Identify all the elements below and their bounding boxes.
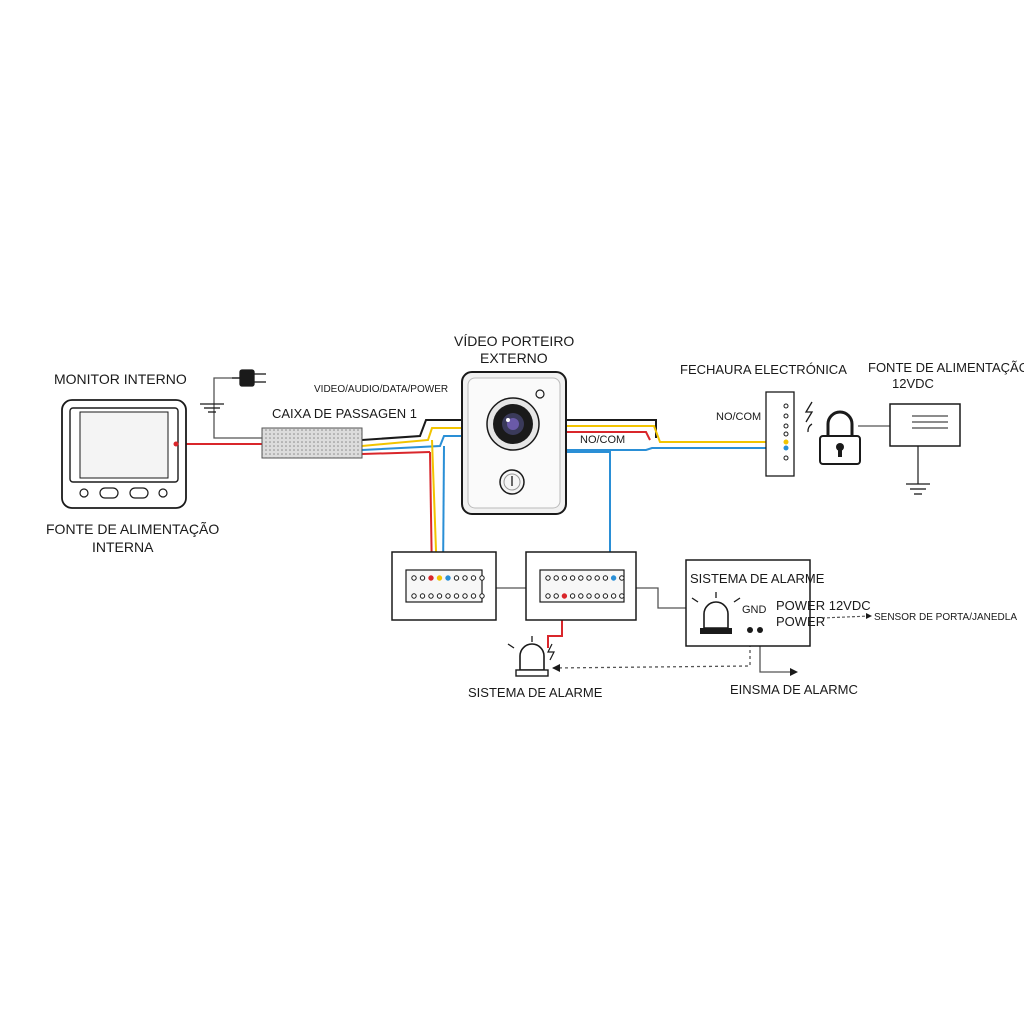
label-junction-box: CAIXA DE PASSAGEN 1 bbox=[272, 406, 417, 421]
terminal-pin bbox=[561, 575, 568, 581]
power-plug-icon bbox=[232, 369, 266, 387]
wire-yellow-bundle bbox=[361, 427, 462, 447]
terminal-pin bbox=[419, 593, 426, 599]
wire-yellow-lock bbox=[566, 425, 786, 443]
label-siren: SISTEMA DE ALARME bbox=[468, 685, 603, 700]
terminal-pin bbox=[453, 575, 460, 581]
wire-blue-bundle bbox=[361, 435, 462, 451]
wires bbox=[176, 377, 890, 673]
terminal-pin bbox=[470, 575, 477, 581]
label-alarm-power12: POWER 12VDC bbox=[776, 598, 871, 613]
power-supply-12vdc bbox=[889, 403, 961, 495]
terminal-pin bbox=[462, 575, 468, 581]
label-lock-nocom: NO/COM bbox=[716, 411, 761, 423]
label-psu-1: FONTE DE ALIMENTAÇÃO bbox=[868, 360, 1024, 375]
terminal-pin bbox=[594, 593, 600, 599]
terminal-pin bbox=[586, 575, 592, 581]
label-lock-title: FECHAURA ELECTRÓNICA bbox=[680, 362, 847, 377]
terminal-pin bbox=[578, 575, 584, 581]
terminal-pin bbox=[553, 575, 559, 581]
label-alarm-box-title: SISTEMA DE ALARME bbox=[690, 571, 825, 586]
call-button-icon bbox=[499, 469, 525, 495]
lightning-icon bbox=[804, 401, 814, 433]
terminal-pin bbox=[602, 593, 609, 599]
label-alarm-gnd: GND bbox=[742, 604, 767, 616]
terminal-pin bbox=[479, 575, 485, 581]
terminal-pin bbox=[411, 575, 417, 581]
terminal-pin bbox=[436, 575, 443, 581]
terminal-pin bbox=[462, 593, 468, 599]
labels: MONITOR INTERNO FONTE DE ALIMENTAÇÃO INT… bbox=[46, 333, 1024, 700]
arrow-sensor bbox=[866, 613, 872, 619]
terminal-pin bbox=[594, 575, 600, 581]
terminal-block-left bbox=[391, 551, 497, 621]
label-doorbell-1: VÍDEO PORTEIRO bbox=[454, 333, 574, 349]
label-monitor-psu-1: FONTE DE ALIMENTAÇÃO bbox=[46, 521, 219, 537]
lock-terminal-strip bbox=[765, 391, 795, 477]
label-alarm-out: EINSMA DE ALARMC bbox=[730, 682, 858, 697]
wire-blue-lock bbox=[566, 447, 786, 451]
label-monitor-psu-2: INTERNA bbox=[92, 539, 154, 555]
label-psu-2: 12VDC bbox=[892, 376, 934, 391]
alarm-terminal-power bbox=[757, 627, 763, 633]
terminal-pin bbox=[545, 575, 551, 581]
terminal-pin bbox=[553, 593, 559, 599]
wire-black-bundle bbox=[361, 419, 462, 441]
wire-terminal-alarm bbox=[636, 587, 686, 609]
siren-icon bbox=[507, 636, 555, 677]
label-nocom-center: NO/COM bbox=[580, 434, 625, 446]
terminal-pin bbox=[436, 593, 443, 599]
terminal-pin bbox=[545, 593, 551, 599]
wire-red-lock bbox=[566, 431, 651, 441]
terminal-pin bbox=[428, 593, 434, 599]
terminal-pin bbox=[428, 575, 434, 581]
alarm-beacon-icon bbox=[691, 592, 741, 634]
terminal-pin bbox=[470, 593, 477, 599]
ground-icon bbox=[200, 403, 224, 413]
label-monitor-title: MONITOR INTERNO bbox=[54, 371, 187, 387]
terminal-pin bbox=[479, 593, 485, 599]
terminal-pin bbox=[411, 593, 417, 599]
terminal-pin bbox=[561, 593, 568, 599]
wire-red-bundle bbox=[361, 451, 431, 455]
wire-blue-terminal bbox=[566, 451, 611, 578]
label-alarm-power: POWER bbox=[776, 614, 825, 629]
terminal-pin bbox=[586, 593, 592, 599]
terminal-pin bbox=[610, 593, 617, 599]
terminal-pin bbox=[602, 575, 609, 581]
arrow-siren bbox=[552, 664, 560, 672]
indoor-monitor bbox=[61, 399, 187, 509]
terminal-pin bbox=[569, 575, 576, 581]
terminal-pin bbox=[569, 593, 576, 599]
padlock-icon bbox=[819, 410, 861, 465]
terminal-pin bbox=[445, 575, 451, 581]
junction-box bbox=[261, 427, 363, 459]
terminal-pin bbox=[619, 575, 625, 581]
terminal-pin bbox=[445, 593, 451, 599]
arrow-alarm-out bbox=[790, 668, 798, 676]
terminal-pin bbox=[578, 593, 584, 599]
alarm-terminal-gnd bbox=[747, 627, 753, 633]
terminal-pin bbox=[610, 575, 617, 581]
label-cable: VIDEO/AUDIO/DATA/POWER bbox=[314, 384, 448, 395]
terminal-pin bbox=[453, 593, 460, 599]
wire-power-plug bbox=[213, 377, 262, 439]
video-doorbell bbox=[461, 371, 567, 515]
label-doorbell-2: EXTERNO bbox=[480, 350, 548, 366]
terminal-pin bbox=[619, 593, 625, 599]
camera-lens-icon bbox=[486, 397, 540, 451]
terminal-pin bbox=[419, 575, 426, 581]
wire-sensor bbox=[821, 615, 871, 619]
terminal-block-middle bbox=[525, 551, 637, 621]
label-sensor: SENSOR DE PORTA/JANEDLA bbox=[874, 612, 1017, 623]
